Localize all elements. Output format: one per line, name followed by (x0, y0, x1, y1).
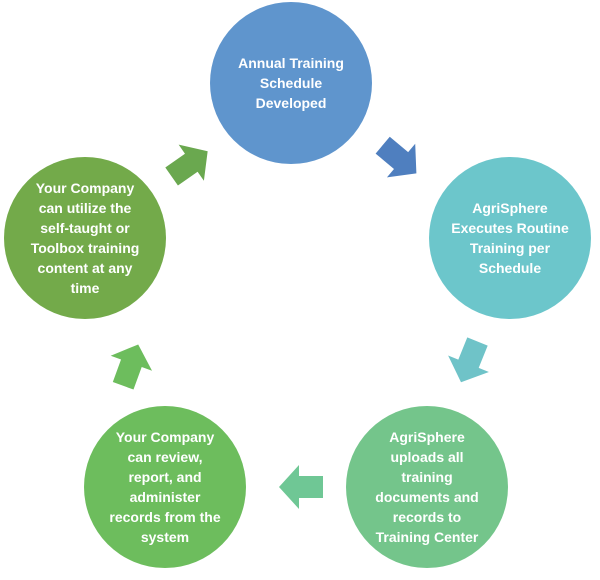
node-agrisphere-uploads-records: AgriSphere uploads all training document… (346, 406, 508, 568)
arrow-4-0 (165, 144, 208, 186)
node-label: AgriSphere uploads all training document… (375, 429, 479, 545)
arrow-1-2 (448, 337, 489, 383)
node-label: AgriSphere Executes Routine Training per… (451, 200, 569, 276)
arrow-2-3 (279, 465, 323, 509)
node-company-self-taught-content: Your Company can utilize the self-taught… (4, 157, 166, 319)
arrow-0-1 (375, 136, 417, 178)
node-agrisphere-executes-training: AgriSphere Executes Routine Training per… (429, 157, 591, 319)
node-label: Your Company can review, report, and adm… (109, 429, 221, 545)
arrow-3-4 (110, 344, 153, 390)
node-annual-training-schedule: Annual Training Schedule Developed (210, 2, 372, 164)
node-label: Your Company can utilize the self-taught… (30, 180, 140, 296)
node-label: Annual Training Schedule Developed (238, 55, 344, 111)
node-company-review-records: Your Company can review, report, and adm… (84, 406, 246, 568)
